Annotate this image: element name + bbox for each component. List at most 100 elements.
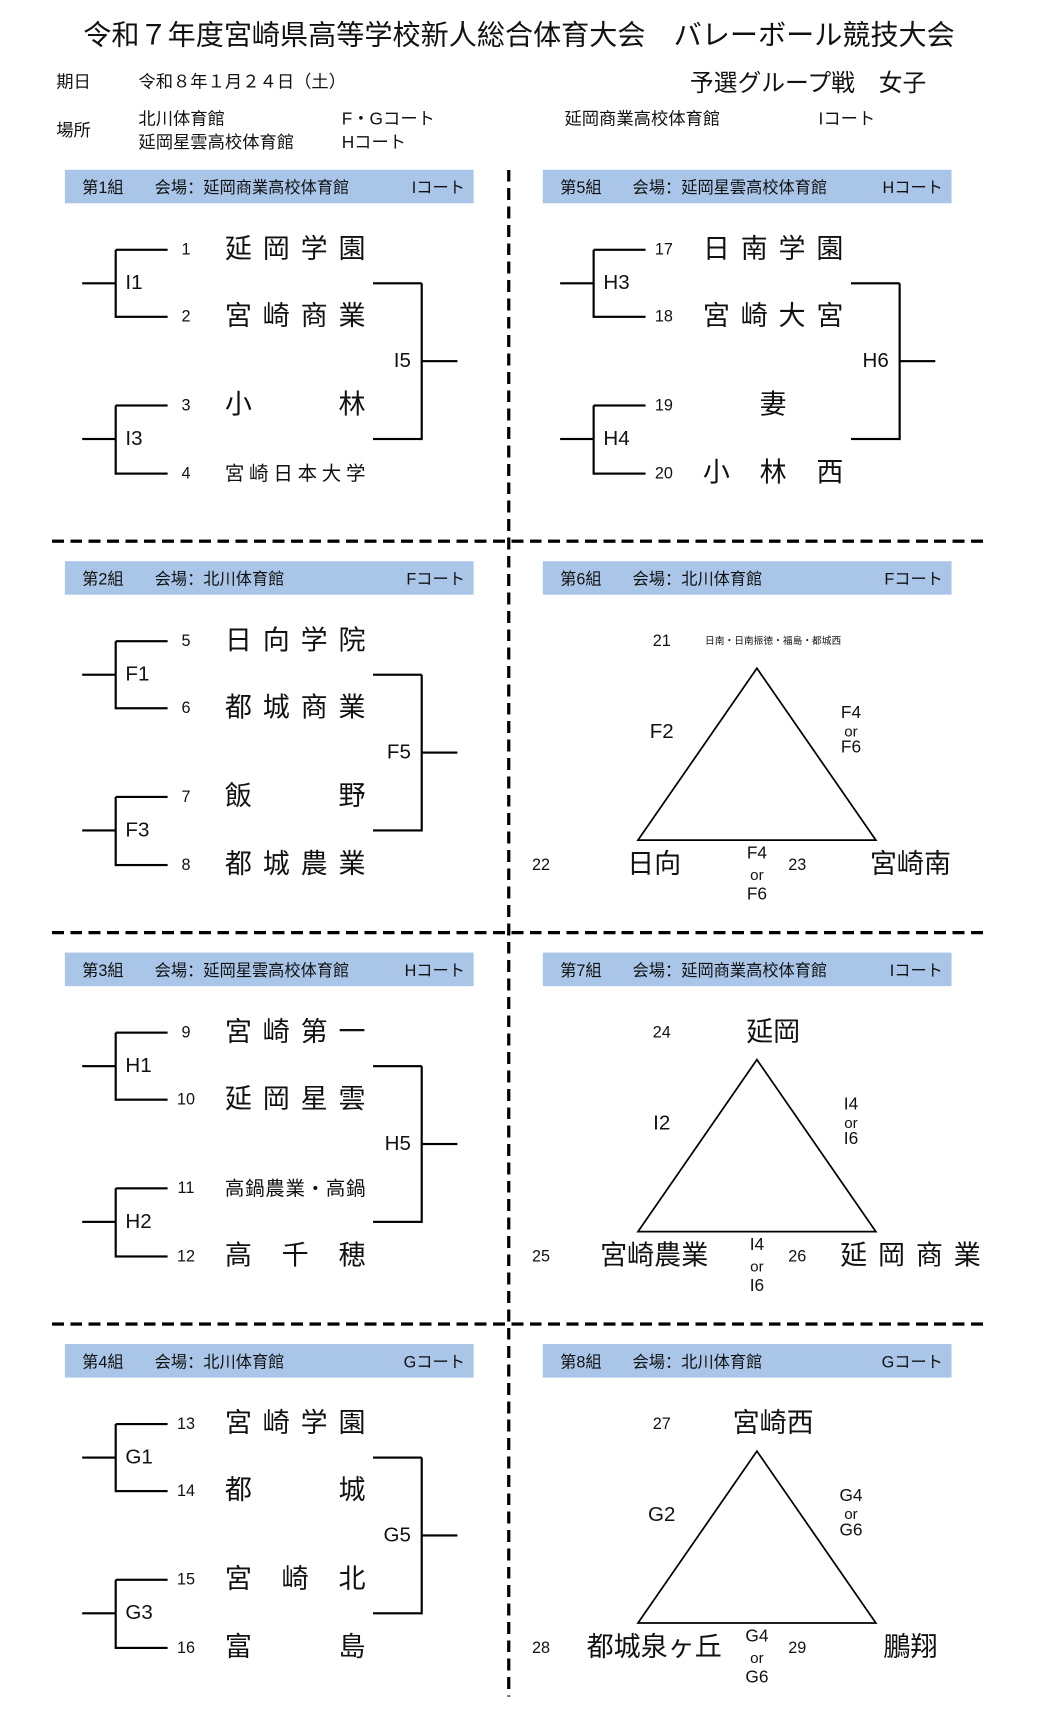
bracket-line: [373, 673, 422, 676]
bracket-line: [114, 1424, 117, 1493]
group-court: Fコート: [884, 569, 943, 589]
team-name: 鵬翔: [883, 1632, 938, 1663]
group-number: 第4組: [82, 1352, 124, 1372]
team-name: 日向: [627, 849, 682, 880]
seed-number: 26: [788, 1247, 807, 1266]
match-label: F4: [840, 703, 862, 723]
group-number: 第5組: [560, 178, 602, 197]
match-label: or: [750, 866, 764, 884]
page-title: 令和７年度宮崎県高等学校新人総合体育大会 バレーボール競技大会: [83, 18, 955, 51]
group-number: 第8組: [560, 1352, 602, 1372]
match-label: H3: [603, 271, 630, 295]
group-venue: 会場：北川体育館: [154, 1352, 285, 1372]
bracket-line: [850, 282, 900, 285]
match-label: F6: [840, 738, 862, 757]
bracket-line: [82, 1456, 116, 1459]
team-name: 小林: [224, 389, 453, 421]
horizontal-divider: [51, 930, 987, 935]
match-label: I6: [749, 1277, 765, 1296]
bracket-line: [373, 1612, 422, 1615]
date-label: 期日: [56, 73, 91, 92]
bracket-line: [82, 673, 116, 676]
match-label: H5: [384, 1132, 411, 1156]
team-name: 日南学園: [702, 234, 855, 265]
venue-court: F・Gコート: [341, 110, 435, 129]
seed-number: 14: [176, 1481, 196, 1501]
bracket-line: [82, 1612, 116, 1615]
bracket-line: [82, 437, 116, 441]
group-court: Iコート: [411, 178, 465, 197]
bracket-line: [82, 1065, 116, 1068]
team-name: 都城農業: [224, 849, 377, 880]
bracket-line: [115, 404, 168, 407]
bracket-line: [593, 472, 646, 475]
match-label: H1: [125, 1054, 152, 1078]
bracket-line: [115, 1422, 168, 1426]
match-label: H6: [862, 349, 889, 373]
team-name: 日向学院: [224, 625, 377, 656]
group-court: Hコート: [404, 961, 465, 980]
match-label: F1: [125, 663, 150, 687]
date-value: 令和８年１月２４日（土）: [138, 73, 347, 92]
group-venue: 会場：延岡星雲高校体育館: [632, 178, 828, 197]
group-number: 第6組: [560, 569, 602, 589]
seed-number: 24: [652, 1023, 671, 1042]
team-name: 延岡商業: [840, 1240, 992, 1272]
match-label: F2: [649, 720, 674, 744]
round-robin-triangle: [636, 1449, 878, 1624]
bracket-line: [115, 707, 168, 710]
team-name: 宮崎商業: [224, 301, 377, 332]
bracket-line: [115, 1490, 168, 1493]
match-label: or: [844, 1505, 858, 1523]
group-number: 第1組: [82, 178, 124, 197]
team-name: 宮崎大宮: [702, 301, 855, 332]
bracket-line: [114, 796, 117, 867]
team-name: 宮崎北: [224, 1564, 396, 1595]
match-label: I2: [653, 1112, 671, 1135]
match-label: or: [750, 1257, 764, 1275]
venue-name: 北川体育館: [138, 110, 225, 129]
bracket-line: [592, 405, 595, 475]
seed-number: 17: [654, 240, 673, 259]
bracket-line: [115, 472, 168, 475]
bracket-line: [373, 437, 422, 441]
bracket-line: [421, 1142, 458, 1146]
team-name: 延岡: [746, 1016, 801, 1048]
bracket-line: [114, 405, 117, 475]
seed-number: 15: [176, 1570, 196, 1589]
bracket-line: [421, 360, 458, 363]
team-name: 富島: [224, 1632, 453, 1663]
match-label: G6: [745, 1668, 769, 1687]
team-name: 宮崎日本大学: [224, 462, 371, 485]
venue-court: Iコート: [818, 110, 876, 129]
match-label: I1: [125, 271, 143, 295]
bracket-line: [114, 641, 117, 710]
bracket-line: [373, 829, 422, 832]
team-name: 宮崎農業: [600, 1240, 709, 1272]
seed-number: 25: [531, 1247, 551, 1266]
bracket-line: [115, 1098, 168, 1101]
seed-number: 21: [652, 632, 671, 651]
bracket-line: [115, 1646, 168, 1649]
bracket-line: [899, 360, 936, 363]
match-label: G4: [839, 1486, 863, 1506]
bracket-line: [421, 751, 458, 754]
group-number: 第2組: [82, 569, 124, 589]
seed-number: 16: [176, 1638, 196, 1658]
team-name: 宮崎西: [732, 1408, 814, 1439]
match-label: G4: [745, 1627, 769, 1646]
seed-number: 10: [176, 1090, 196, 1109]
seed-number: 13: [176, 1414, 196, 1434]
team-name: 高鍋農業・高鍋: [224, 1177, 367, 1200]
bracket-line: [373, 1220, 422, 1223]
match-label: F6: [746, 885, 768, 904]
bracket-line: [850, 437, 900, 441]
